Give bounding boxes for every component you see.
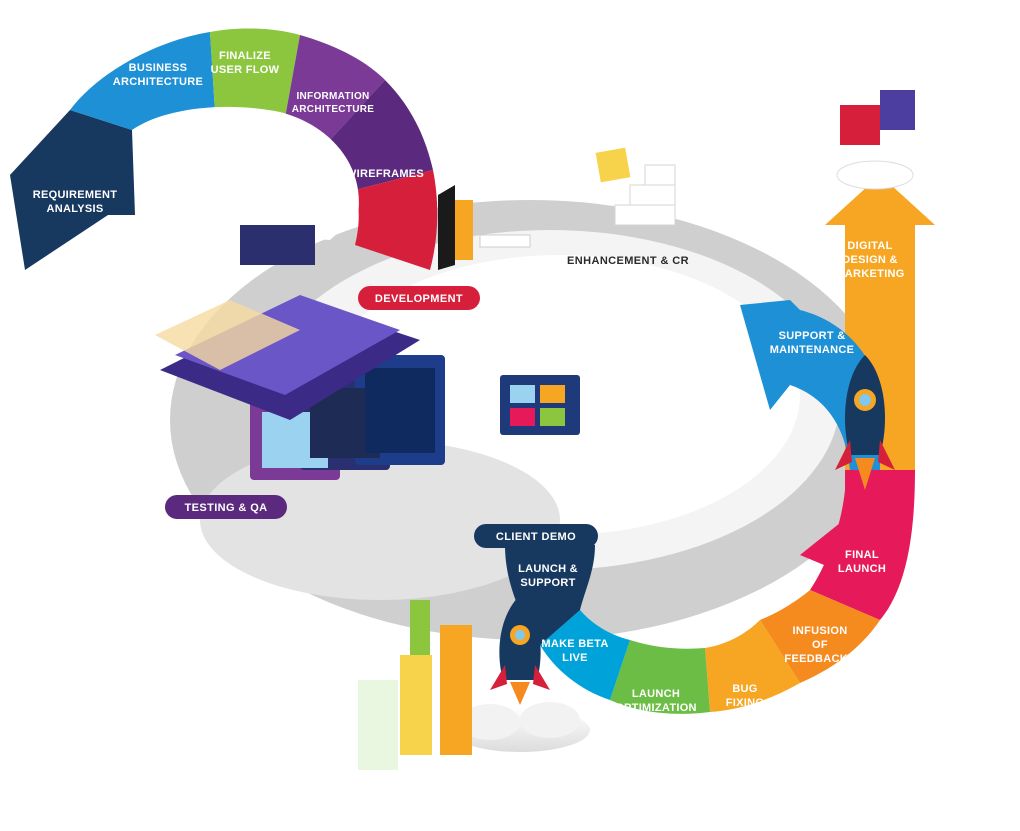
label-line: SUPPORT &	[779, 330, 846, 342]
segment-business-architecture	[70, 32, 215, 131]
label-line: LIVE	[562, 652, 588, 664]
pill-testing-qa-text: TESTING & QA	[184, 502, 267, 514]
label-line: FEEDBACKS	[784, 653, 855, 665]
svg-text:INFORMATION: INFORMATION	[296, 91, 369, 102]
dev-platform-illustration	[155, 225, 420, 420]
svg-text:LAUNCH: LAUNCH	[838, 563, 886, 575]
label-business-architecture: BUSINESS ARCHITECTURE	[113, 62, 203, 88]
svg-text:USER FLOW: USER FLOW	[211, 64, 280, 76]
svg-text:LAUNCH &: LAUNCH &	[518, 563, 578, 575]
blocks-illustration	[836, 90, 915, 190]
segment-information-architecture	[285, 35, 385, 140]
segment-launch-optimization	[610, 640, 710, 714]
svg-text:LAUNCH: LAUNCH	[632, 688, 680, 700]
label-line: DIGITAL	[847, 240, 892, 252]
label-line: MARKETING	[835, 268, 904, 280]
svg-text:DIGITAL: DIGITAL	[847, 240, 892, 252]
bar-chart-illustration	[358, 600, 472, 770]
segment-finalize-user-flow	[210, 28, 300, 118]
label-line: ANALYSIS	[46, 203, 103, 215]
label-line: ARCHITECTURE	[113, 76, 203, 88]
label-launch-support: LAUNCH & SUPPORT	[518, 563, 578, 589]
segment-support-maintenance	[740, 300, 880, 470]
segment-final-launch	[810, 470, 915, 620]
label-line: LAUNCH &	[518, 563, 578, 575]
segment-development	[355, 170, 438, 270]
label-line: MAKE BETA	[541, 638, 608, 650]
label-requirement-analysis: REQUIREMENT ANALYSIS	[33, 189, 118, 215]
label-line: INFUSION	[793, 625, 848, 637]
svg-text:ANALYSIS: ANALYSIS	[46, 203, 103, 215]
svg-text:SUPPORT &: SUPPORT &	[779, 330, 846, 342]
svg-text:MAINTENANCE: MAINTENANCE	[770, 344, 855, 356]
monitor-stack-illustration	[250, 355, 445, 480]
chair-illustration	[438, 185, 531, 270]
label-line: SUPPORT	[520, 577, 575, 589]
label-line: OPTIMIZATION	[615, 702, 697, 714]
segment-make-beta-live	[540, 610, 630, 700]
label-line: FIXING	[726, 697, 764, 709]
rocket-right-icon	[835, 355, 895, 490]
rocket-bottom-icon	[490, 595, 550, 705]
label-line: ARCHITECTURE	[292, 104, 375, 115]
label-line: MAINTENANCE	[770, 344, 855, 356]
label-line: FINALIZE	[219, 50, 271, 62]
label-make-beta-live: MAKE BETA LIVE	[541, 638, 608, 664]
label-final-launch: FINAL LAUNCH	[838, 549, 886, 575]
label-enhancement-cr: ENHANCEMENT & CR	[567, 255, 689, 267]
label-launch-optimization: LAUNCH OPTIMIZATION	[615, 688, 697, 714]
label-line: FINAL	[845, 549, 879, 561]
svg-text:ARCHITECTURE: ARCHITECTURE	[113, 76, 203, 88]
label-information-architecture: INFORMATION ARCHITECTURE	[292, 91, 375, 115]
svg-text:LIVE: LIVE	[562, 652, 588, 664]
label-line: BUSINESS	[129, 62, 188, 74]
label-wireframes: WIREFRAMES	[346, 168, 424, 180]
label-line: OF	[812, 639, 828, 651]
label-bug-fixing: BUG FIXING	[726, 683, 764, 709]
svg-text:BUSINESS: BUSINESS	[129, 62, 188, 74]
label-support-maintenance: SUPPORT & MAINTENANCE	[770, 330, 855, 356]
label-line: USER FLOW	[211, 64, 280, 76]
svg-text:FEEDBACKS: FEEDBACKS	[784, 653, 855, 665]
label-finalize-user-flow: FINALIZE USER FLOW	[211, 50, 280, 76]
svg-text:INFUSION: INFUSION	[793, 625, 848, 637]
label-line: DESIGN &	[842, 254, 898, 266]
label-line: LAUNCH	[632, 688, 680, 700]
pill-development: DEVELOPMENT	[358, 286, 480, 310]
svg-text:SUPPORT: SUPPORT	[520, 577, 575, 589]
cloud-icon	[450, 702, 590, 752]
svg-text:FINAL: FINAL	[845, 549, 879, 561]
label-line: BUG	[732, 683, 757, 695]
label-line: INFORMATION	[296, 91, 369, 102]
svg-text:FINALIZE: FINALIZE	[219, 50, 271, 62]
pill-client-demo: CLIENT DEMO	[474, 524, 598, 548]
segment-bug-fixing	[705, 620, 800, 712]
svg-text:MARKETING: MARKETING	[835, 268, 904, 280]
svg-text:MAKE BETA: MAKE BETA	[541, 638, 608, 650]
segment-requirement-analysis	[10, 110, 135, 270]
segment-infusion-of-feedbacks	[760, 590, 880, 683]
svg-text:OF: OF	[812, 639, 828, 651]
stairs-illustration	[595, 147, 676, 226]
pill-testing-qa: TESTING & QA	[165, 495, 287, 519]
svg-text:DESIGN &: DESIGN &	[842, 254, 898, 266]
label-infusion-of-feedbacks: INFUSION OF FEEDBACKS	[784, 625, 855, 665]
label-line: REQUIREMENT	[33, 189, 118, 201]
svg-text:REQUIREMENT: REQUIREMENT	[33, 189, 118, 201]
pill-client-demo-text: CLIENT DEMO	[496, 531, 576, 543]
arrow-final-launch	[800, 515, 860, 580]
label-digital-design-marketing: DIGITAL DESIGN & MARKETING	[835, 240, 904, 280]
top-arc	[10, 28, 438, 270]
segment-wireframes	[330, 80, 433, 190]
label-line: LAUNCH	[838, 563, 886, 575]
svg-text:BUG: BUG	[732, 683, 757, 695]
svg-text:ARCHITECTURE: ARCHITECTURE	[292, 104, 375, 115]
video-call-illustration	[500, 375, 580, 435]
svg-text:FIXING: FIXING	[726, 697, 764, 709]
svg-text:OPTIMIZATION: OPTIMIZATION	[615, 702, 697, 714]
pill-development-text: DEVELOPMENT	[375, 293, 463, 305]
